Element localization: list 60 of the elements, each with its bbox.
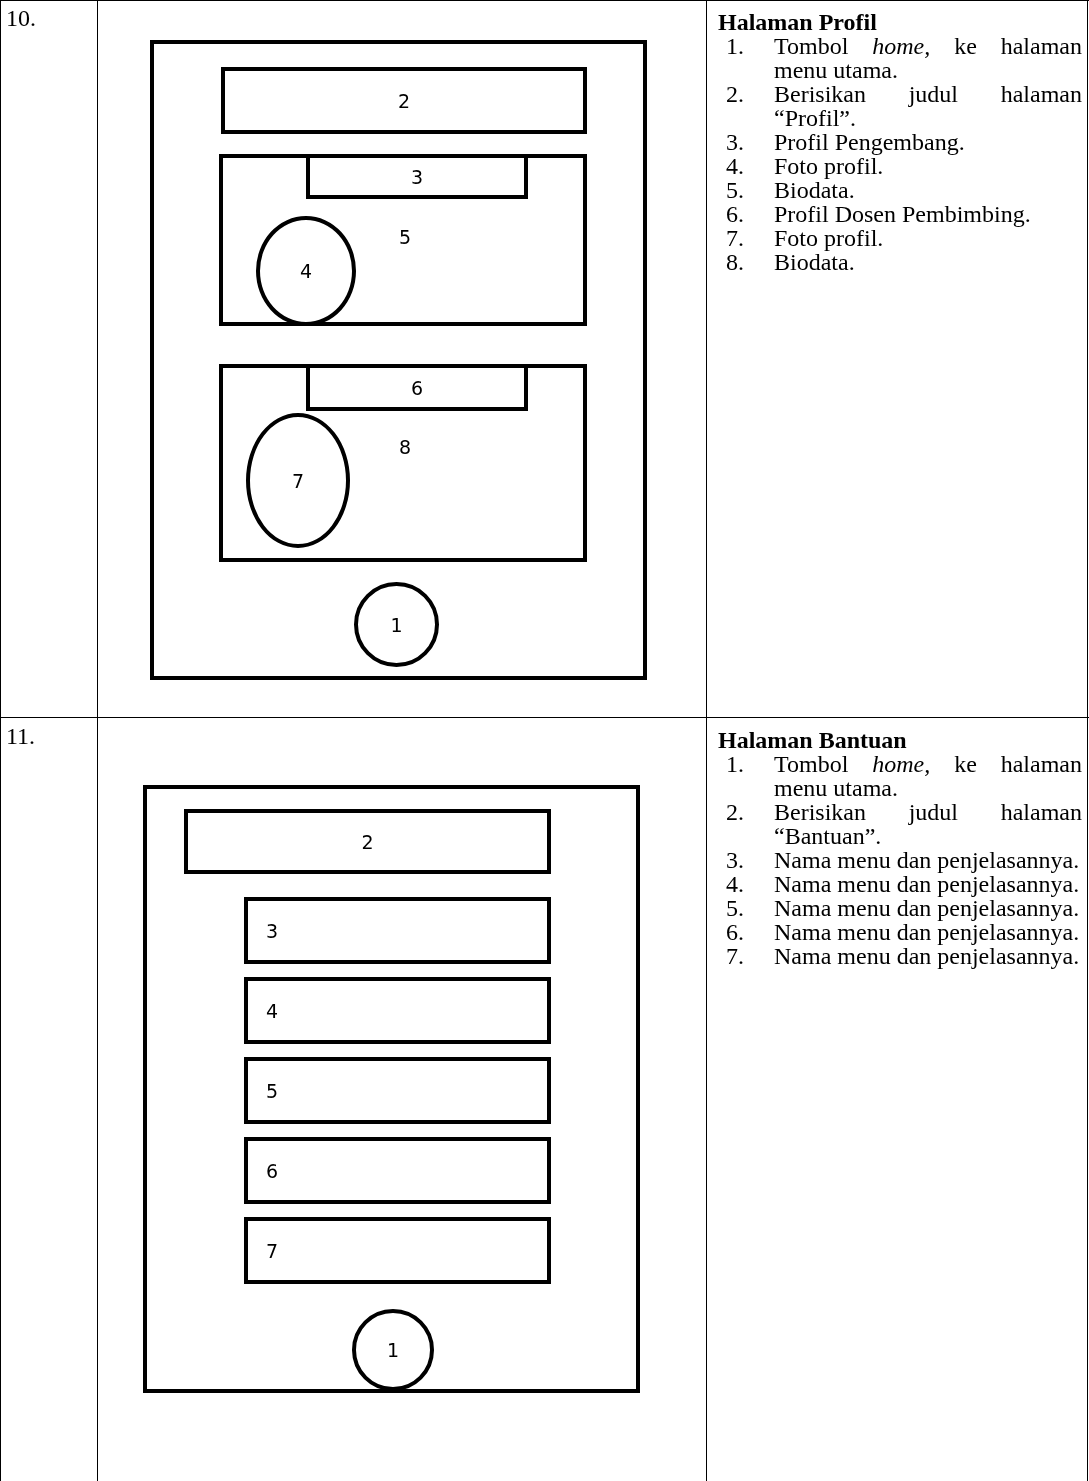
box-number: 3 (409, 165, 425, 188)
box-number: 6 (266, 1159, 279, 1182)
list-item: Profil Pengembang. (774, 130, 966, 154)
header-box (184, 809, 551, 874)
list-item: Nama menu dan penjelasannya. (774, 896, 1081, 920)
list-number: 6. (725, 920, 745, 944)
list-item: Nama menu dan penjelasannya. (774, 872, 1081, 896)
box-number: 7 (290, 469, 306, 492)
box-number: 2 (360, 830, 375, 853)
box-number: 6 (409, 376, 425, 399)
list-number: 1. (725, 752, 745, 779)
menu-item-box (244, 1217, 551, 1284)
list-number: 2. (725, 800, 745, 827)
list-number: 2. (725, 82, 745, 109)
box-number: 4 (298, 260, 314, 282)
box-number: 2 (396, 89, 412, 112)
list-item: Berisikan judul halaman “Profil”. (774, 82, 1082, 130)
phone-frame (150, 40, 647, 680)
menu-item-box (244, 1057, 551, 1124)
box-number: 1 (389, 613, 404, 636)
list-item: Nama menu dan penjelasannya. (774, 848, 1081, 872)
list-number: 3. (725, 848, 745, 872)
list-number: 8. (725, 250, 745, 274)
menu-item-box (244, 897, 551, 964)
list-number: 5. (725, 178, 745, 202)
menu-item-box (244, 977, 551, 1044)
list-number: 4. (725, 154, 745, 178)
list-item: Tombol home, ke halaman menu utama. (774, 752, 1082, 800)
menu-item-box (244, 1137, 551, 1204)
list-item: Biodata. (774, 178, 855, 202)
box-number: 7 (266, 1239, 279, 1262)
list-number: 6. (725, 202, 745, 226)
list-item: Profil Dosen Pembimbing. (774, 202, 1032, 226)
section-heading: Halaman Bantuan (717, 728, 908, 752)
list-item: Foto profil. (774, 154, 884, 178)
content-panel (219, 154, 587, 326)
box-number: 5 (399, 226, 412, 248)
list-item: Nama menu dan penjelasannya. (774, 920, 1081, 944)
box-number: 3 (266, 919, 279, 942)
row-number: 10. (6, 6, 36, 30)
content-panel (219, 364, 587, 562)
list-number: 1. (725, 34, 745, 61)
list-number: 7. (725, 226, 745, 250)
box-number: 5 (266, 1079, 279, 1102)
box-number: 8 (399, 436, 412, 458)
phone-frame (143, 785, 640, 1393)
list-item: Tombol home, ke halaman menu utama. (774, 34, 1082, 82)
box-number: 4 (266, 999, 279, 1022)
list-item: Berisikan judul halaman “Bantuan”. (774, 800, 1082, 848)
list-item: Biodata. (774, 250, 855, 274)
list-number: 5. (725, 896, 745, 920)
list-number: 3. (725, 130, 745, 154)
section-heading: Halaman Profil (717, 10, 878, 34)
header-box (221, 67, 587, 134)
list-item: Foto profil. (774, 226, 885, 250)
box-number: 1 (385, 1339, 401, 1361)
list-number: 4. (725, 872, 745, 896)
list-number: 7. (725, 944, 745, 968)
row-number: 11. (6, 724, 36, 748)
list-item: Nama menu dan penjelasannya. (774, 944, 1081, 968)
